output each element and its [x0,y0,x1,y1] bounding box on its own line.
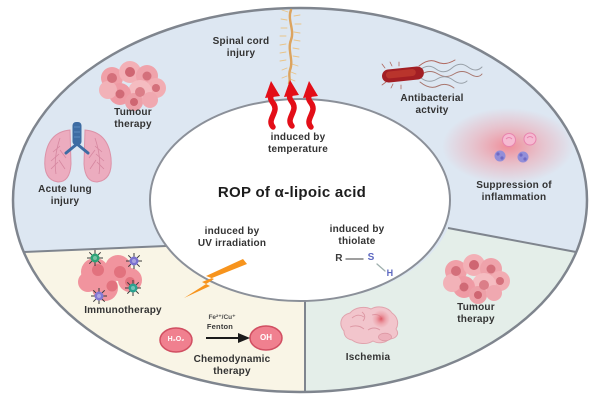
induced-thiolate-label: induced by thiolate [329,224,385,247]
diagram-title: ROP of α-lipoic acid [217,184,367,201]
tumour-bottom-label: Tumour therapy [457,302,495,325]
fenton-reaction-icon [159,325,283,353]
brain-icon [340,306,399,344]
antibacterial-label: Antibacterial actvity [400,93,464,116]
h2o2-label: H₂O₂ [167,336,185,343]
ischemia-label: Ischemia [345,352,391,363]
lungs-icon [44,122,112,183]
inflammation-cells-icon [494,132,537,163]
induced-temperature-label: induced by temperature [268,132,328,155]
fenton-name-label: Fenton [206,322,234,331]
outer-ring [11,6,589,394]
suppression-label: Suppression of inflammation [476,180,552,203]
immune-cells-icon [78,249,143,305]
spinal-cord-label: Spinal cord injury [212,36,270,59]
acute-lung-label: Acute lung injury [38,184,92,207]
sector-dividers [23,227,577,392]
immunotherapy-label: Immunotherapy [84,305,162,316]
h2o2-bubble [159,327,193,353]
oh-label: OH [260,333,272,342]
chemodynamic-label: Chemodynamic therapy [193,354,271,377]
fenton-catalyst-label: Fe²⁺/Cu⁺ [208,314,236,321]
tumour-top-label: Tumour therapy [114,107,152,130]
lightning-icon [184,259,247,298]
spinal-cord-icon [279,8,302,85]
inner-circle [149,98,451,302]
thiol-h-label: H [386,268,394,278]
bacteria-icon [381,59,483,90]
reaction-arrow [206,333,250,343]
thiol-r-label: R [335,253,343,264]
thiol-s-label: S [367,252,375,263]
thiol-structure [345,258,386,272]
sector-bottom-right [305,228,576,392]
heat-arrows-icon [265,80,318,130]
induced-uv-label: induced by UV irradiation [197,226,267,249]
